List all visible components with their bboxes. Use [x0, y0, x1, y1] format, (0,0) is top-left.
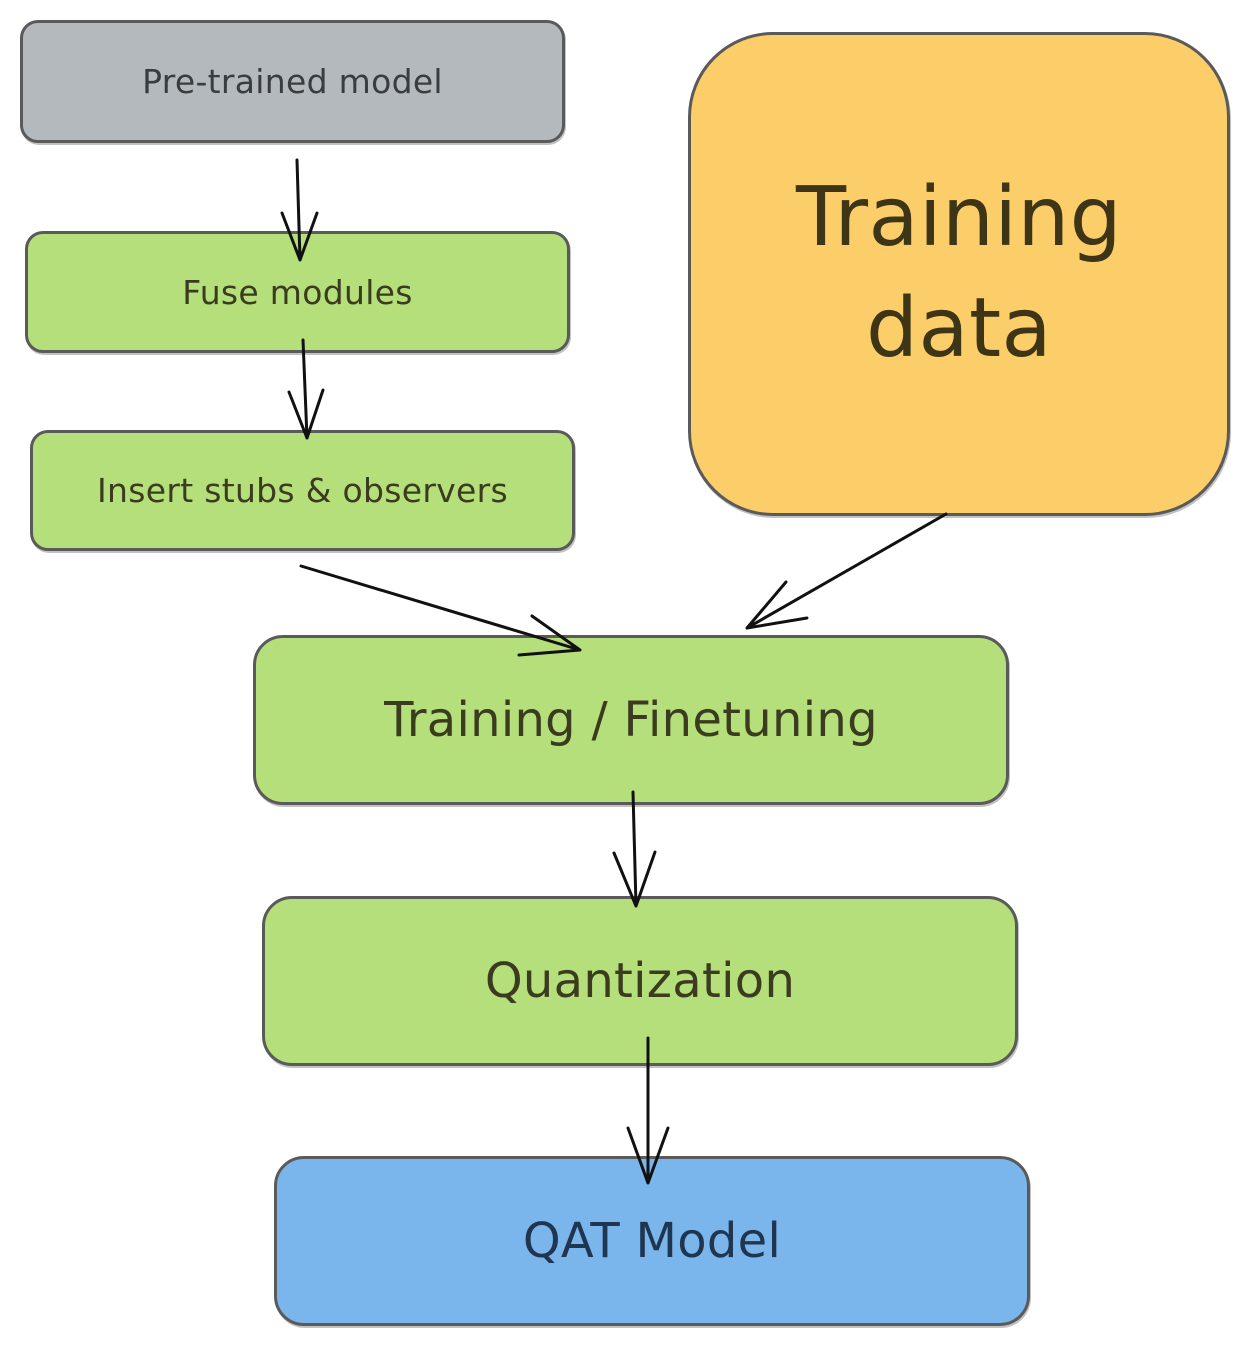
training-data-label: Training data — [796, 170, 1122, 376]
qat-model-label: QAT Model — [522, 1213, 782, 1269]
training-data-node: Training data — [688, 32, 1230, 516]
quantization-label: Quantization — [484, 953, 796, 1009]
quantization-node: Quantization — [262, 896, 1018, 1066]
arrow-trainingdata-to-finetune — [745, 512, 948, 630]
training-finetuning-label: Training / Finetuning — [384, 692, 878, 748]
insert-stubs-node: Insert stubs & observers — [30, 430, 575, 551]
arrow-finetune-to-quantization — [612, 790, 657, 908]
fuse-modules-label: Fuse modules — [182, 272, 413, 312]
arrow-fuse-to-insert — [287, 338, 325, 440]
pretrained-model-node: Pre-trained model — [20, 20, 565, 143]
fuse-modules-node: Fuse modules — [25, 231, 570, 353]
pretrained-model-label: Pre-trained model — [142, 62, 443, 101]
training-finetuning-node: Training / Finetuning — [253, 635, 1009, 805]
insert-stubs-label: Insert stubs & observers — [96, 471, 509, 510]
qat-model-node: QAT Model — [274, 1156, 1030, 1326]
